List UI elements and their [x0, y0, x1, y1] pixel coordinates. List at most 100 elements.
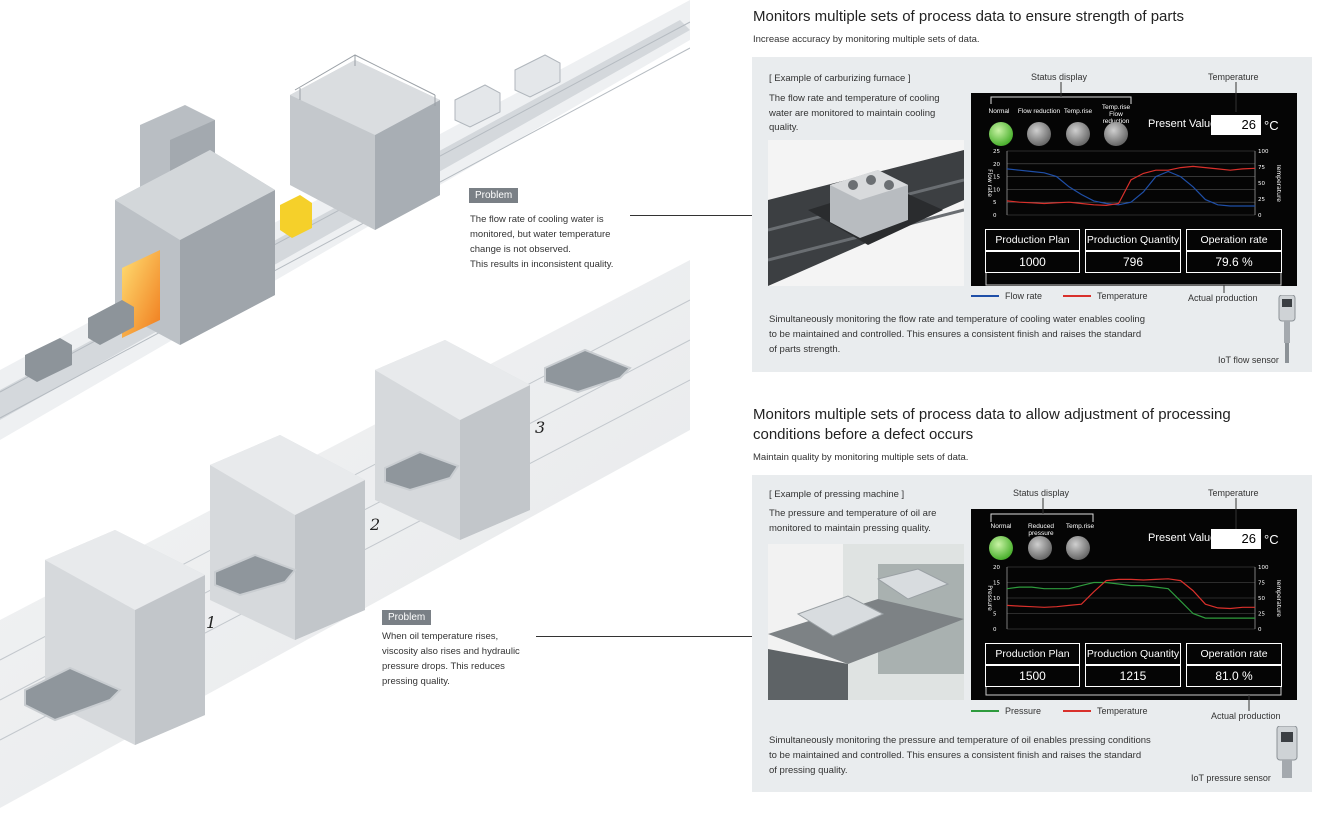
machine-number-3: 3	[535, 418, 545, 437]
section-2-title-line: conditions before a defect occurs	[753, 426, 974, 443]
legend-swatch-temperature-1	[1063, 295, 1091, 297]
pressing-machine-photo	[768, 544, 964, 700]
problem-2-line: When oil temperature rises,	[382, 631, 499, 642]
present-value-2: 26	[1211, 529, 1261, 549]
status-lamp-normal-2	[989, 536, 1013, 560]
footer-2-line: to be maintained and controlled. This en…	[769, 750, 1142, 761]
example-1-title: [ Example of carburizing furnace ]	[769, 73, 911, 84]
left-tick-label: 0	[993, 627, 997, 633]
left-tick-label: 20	[993, 565, 1000, 571]
connector-line-2	[536, 636, 752, 637]
series-line-temperature	[1006, 578, 1255, 610]
problem-1-line: This results in inconsistent quality.	[470, 259, 614, 270]
footer-1-line: of parts strength.	[769, 344, 841, 355]
right-tick-label: 25	[1258, 197, 1265, 203]
present-value-label-2: Present Value	[1148, 532, 1217, 544]
left-axis-label: Pressure	[986, 585, 993, 611]
status-label-temp-rise: Temp.rise	[1063, 108, 1093, 115]
pressure-sensor-icon	[1276, 726, 1298, 778]
actual-production-bracket-2	[985, 687, 1282, 711]
legend-label-temperature-1: Temperature	[1097, 291, 1148, 301]
kpi-value-quantity-2: 1215	[1085, 665, 1181, 687]
status-label-flow-reduction: Flow reduction	[1017, 108, 1061, 115]
problem-1-line: monitored, but water temperature	[470, 229, 611, 240]
series-line-pressure	[1006, 581, 1255, 619]
status-display-label-2: Status display	[1013, 488, 1070, 498]
left-axis-label: Flow rate	[986, 169, 993, 197]
right-tick-label: 0	[1258, 213, 1262, 219]
sensor-label-1: IoT flow sensor	[1218, 355, 1279, 365]
present-value-1: 26	[1211, 115, 1261, 135]
unit-2: °C	[1264, 532, 1279, 547]
temperature-label-2: Temperature	[1208, 488, 1259, 498]
kpi-header-rate-2: Operation rate	[1186, 643, 1282, 665]
legend-label-temperature-2: Temperature	[1097, 706, 1148, 716]
example-1-line: water are monitored to maintain cooling	[769, 107, 936, 119]
example-1-text: The flow rate and temperature of cooling…	[769, 92, 964, 136]
actual-production-label-1: Actual production	[1188, 293, 1258, 303]
connector-line-1	[630, 215, 752, 216]
series-line-temperature	[1006, 165, 1256, 207]
status-display-label-1: Status display	[1031, 72, 1088, 82]
footer-2-line: of pressing quality.	[769, 765, 848, 776]
sensor-label-2: IoT pressure sensor	[1191, 773, 1271, 783]
right-tick-label: 25	[1258, 612, 1265, 618]
legend-label-flow-rate: Flow rate	[1005, 291, 1043, 301]
problem-tag-2: Problem	[382, 610, 432, 625]
problem-2-line: pressure drops. This reduces	[382, 661, 505, 672]
kpi-value-rate-2: 81.0 %	[1186, 665, 1282, 687]
legend-swatch-temperature-2	[1063, 710, 1091, 712]
kpi-header-plan-1: Production Plan	[985, 229, 1080, 251]
left-tick-label: 5	[993, 612, 997, 618]
kpi-header-quantity-1: Production Quantity	[1085, 229, 1181, 251]
section-1-title: Monitors multiple sets of process data t…	[753, 7, 1313, 27]
left-tick-label: 15	[993, 175, 1000, 181]
series-line-flow-rate	[1006, 168, 1255, 207]
kpi-header-plan-2: Production Plan	[985, 643, 1080, 665]
right-tick-label: 100	[1258, 149, 1269, 155]
kpi-value-plan-1: 1000	[985, 251, 1080, 273]
temperature-label-1: Temperature	[1208, 72, 1259, 82]
left-tick-label: 0	[993, 213, 997, 219]
example-1-line: The flow rate and temperature of cooling	[769, 93, 940, 104]
status-label-temp-rise-flow-reduction: Temp.rise Flow reduction	[1101, 104, 1131, 125]
left-tick-label: 20	[993, 162, 1000, 168]
status-label-reduced-pressure: Reduced pressure	[1027, 523, 1055, 537]
problem-tag-1: Problem	[469, 188, 519, 203]
machine-number-2: 2	[369, 515, 380, 534]
right-tick-label: 75	[1258, 581, 1265, 587]
status-lamp-temp-rise-2	[1066, 536, 1090, 560]
left-tick-label: 5	[993, 200, 997, 206]
left-tick-label: 10	[993, 187, 1000, 193]
status-lamp-temp-rise	[1066, 122, 1090, 146]
legend-label-pressure: Pressure	[1005, 706, 1042, 716]
right-tick-label: 100	[1258, 565, 1269, 571]
legend-swatch-pressure	[971, 710, 999, 712]
section-1-footer: Simultaneously monitoring the flow rate …	[769, 312, 1209, 357]
example-2-title: [ Example of pressing machine ]	[769, 489, 905, 500]
kpi-value-rate-1: 79.6 %	[1186, 251, 1282, 273]
status-bracket-1	[990, 82, 1237, 112]
kpi-header-quantity-2: Production Quantity	[1085, 643, 1181, 665]
legend-swatch-flow-rate	[971, 295, 999, 297]
section-1-title-line: Monitors multiple sets of process data t…	[753, 8, 1185, 25]
status-label-normal: Normal	[988, 108, 1010, 115]
right-tick-label: 0	[1258, 627, 1262, 633]
present-value-label-1: Present Value	[1148, 118, 1217, 130]
left-tick-label: 10	[993, 596, 1000, 602]
right-tick-label: 75	[1258, 165, 1265, 171]
kpi-value-quantity-1: 796	[1085, 251, 1181, 273]
example-1-line: quality.	[769, 122, 799, 133]
example-2-text: The pressure and temperature of oil are …	[769, 507, 964, 536]
problem-text-1: The flow rate of cooling water is monito…	[470, 212, 640, 272]
problem-1-line: change is not observed.	[470, 244, 571, 255]
unit-1: °C	[1264, 118, 1279, 133]
status-lamp-reduced-pressure	[1028, 536, 1052, 560]
kpi-value-plan-2: 1500	[985, 665, 1080, 687]
footer-1-line: Simultaneously monitoring the flow rate …	[769, 314, 1145, 325]
carburizing-furnace-photo	[767, 140, 965, 286]
factory-illustration: 1 2 3	[0, 0, 691, 808]
status-label-normal-2: Normal	[990, 523, 1012, 530]
